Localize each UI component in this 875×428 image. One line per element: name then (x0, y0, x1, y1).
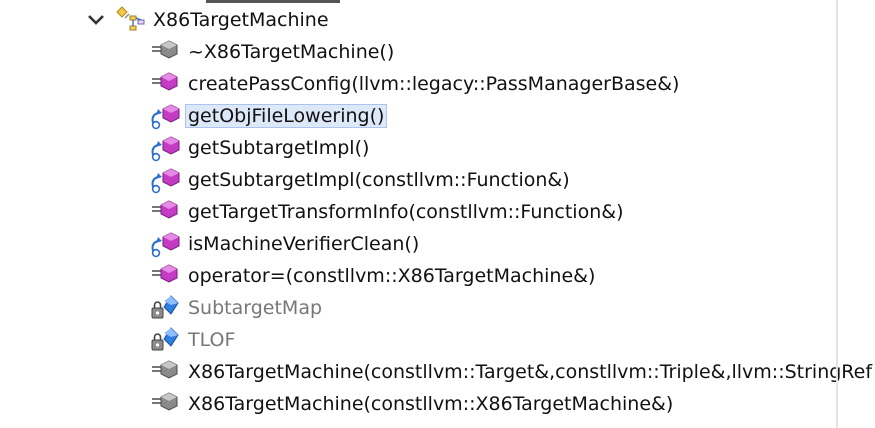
private-field-icon (151, 295, 179, 319)
class-icon (116, 6, 145, 31)
tree-row-member[interactable]: ~X86TargetMachine() (0, 36, 838, 68)
tree-item-label: TLOF (188, 329, 236, 351)
tree-row-member[interactable]: X86TargetMachine(constllvm::Target&,cons… (0, 356, 872, 388)
tree-row-member[interactable]: X86TargetMachine(constllvm::X86TargetMac… (0, 388, 838, 420)
tree-row-member[interactable]: TLOF (0, 324, 838, 356)
previous-row-fragment (206, 0, 340, 3)
tree-item-label: ~X86TargetMachine() (188, 41, 395, 63)
public-method-icon (152, 200, 178, 219)
tree-item-label: getObjFileLowering() (185, 104, 388, 128)
override-method-icon (151, 104, 180, 130)
public-method-gray-icon (152, 40, 178, 59)
tree-row-member[interactable]: isMachineVerifierClean() (0, 228, 838, 260)
public-method-icon (152, 72, 178, 91)
public-method-gray-icon (152, 360, 178, 379)
tree-row-member[interactable]: getSubtargetImpl() (0, 132, 838, 164)
tree-row-member[interactable]: getSubtargetImpl(constllvm::Function&) (0, 164, 838, 196)
tree-item-label: X86TargetMachine(constllvm::Target&,cons… (188, 361, 873, 383)
scrollbar[interactable] (836, 0, 838, 428)
tree-item-label: SubtargetMap (188, 297, 323, 319)
tree-item-label: X86TargetMachine(constllvm::X86TargetMac… (188, 393, 674, 415)
private-field-icon (151, 327, 179, 351)
override-method-icon (151, 168, 180, 194)
tree-item-label: operator=(constllvm::X86TargetMachine&) (188, 265, 596, 287)
override-method-icon (151, 232, 180, 258)
public-method-icon (152, 264, 178, 283)
tree-row-member[interactable]: createPassConfig(llvm::legacy::PassManag… (0, 68, 838, 100)
tree-row-member[interactable]: getObjFileLowering() (0, 100, 838, 132)
tree-row-class[interactable]: X86TargetMachine (0, 4, 838, 36)
tree-item-label: X86TargetMachine (153, 9, 329, 31)
chevron-down-icon[interactable] (86, 10, 106, 30)
tree-row-member[interactable]: SubtargetMap (0, 292, 838, 324)
tree-item-label: getSubtargetImpl(constllvm::Function&) (188, 169, 570, 191)
tree-item-label: getTargetTransformInfo(constllvm::Functi… (188, 201, 624, 223)
tree-item-label: createPassConfig(llvm::legacy::PassManag… (188, 73, 680, 95)
tree-row-member[interactable]: operator=(constllvm::X86TargetMachine&) (0, 260, 838, 292)
public-method-gray-icon (152, 392, 178, 411)
tree-row-member[interactable]: getTargetTransformInfo(constllvm::Functi… (0, 196, 838, 228)
override-method-icon (151, 136, 180, 162)
tree-item-label: getSubtargetImpl() (188, 137, 370, 159)
tree-item-label: isMachineVerifierClean() (188, 233, 420, 255)
